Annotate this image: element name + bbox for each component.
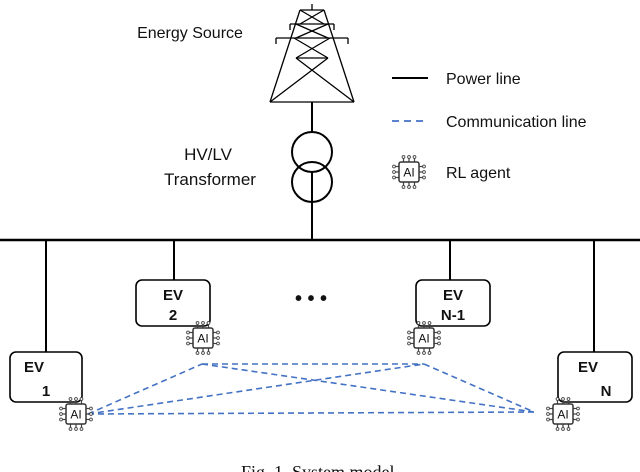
svg-text:AI: AI	[418, 332, 429, 346]
ai-chip-icon-ev-2: AI	[186, 321, 220, 355]
ev-box-n-1: EV N-1	[415, 279, 491, 327]
ev-box-2: EV 2	[135, 279, 211, 327]
energy-source-label: Energy Source	[137, 25, 243, 42]
ai-chip-icon-ev-n-1: AI	[407, 321, 441, 355]
legend-power-line-label: Power line	[446, 71, 521, 88]
ai-chip-icon-ev-1: AI	[59, 397, 93, 431]
legend: Power line Communication line RL agent	[392, 71, 587, 182]
svg-text:EV: EV	[163, 287, 183, 304]
transmission-tower-icon	[269, 4, 355, 103]
figure-caption: Fig. 1. System model.	[241, 462, 399, 472]
svg-text:N-1: N-1	[441, 307, 465, 324]
svg-text:N: N	[601, 383, 612, 400]
ai-chip-icon-ev-n: AI	[546, 397, 580, 431]
ai-chip-icon-legend: AI	[392, 155, 426, 189]
svg-text:AI: AI	[403, 166, 414, 180]
svg-text:1: 1	[42, 383, 50, 400]
transformer-label-line1: HV/LV	[184, 145, 233, 164]
transformer-icon	[291, 131, 333, 203]
ev-power-drops	[45, 240, 595, 352]
svg-text:AI: AI	[70, 408, 81, 422]
legend-rl-agent-label: RL agent	[446, 165, 511, 182]
ev-box-1: EV 1	[9, 351, 83, 403]
ev-box-n: EV N	[557, 351, 633, 403]
svg-text:2: 2	[169, 307, 177, 324]
ev-ellipsis: • • •	[295, 288, 327, 310]
svg-text:EV: EV	[443, 287, 463, 304]
communication-lines	[87, 363, 535, 415]
legend-communication-line-label: Communication line	[446, 114, 587, 131]
svg-text:EV: EV	[578, 359, 598, 376]
svg-text:EV: EV	[24, 359, 44, 376]
svg-text:AI: AI	[557, 408, 568, 422]
svg-text:AI: AI	[197, 332, 208, 346]
transformer-label-line2: Transformer	[164, 170, 256, 189]
